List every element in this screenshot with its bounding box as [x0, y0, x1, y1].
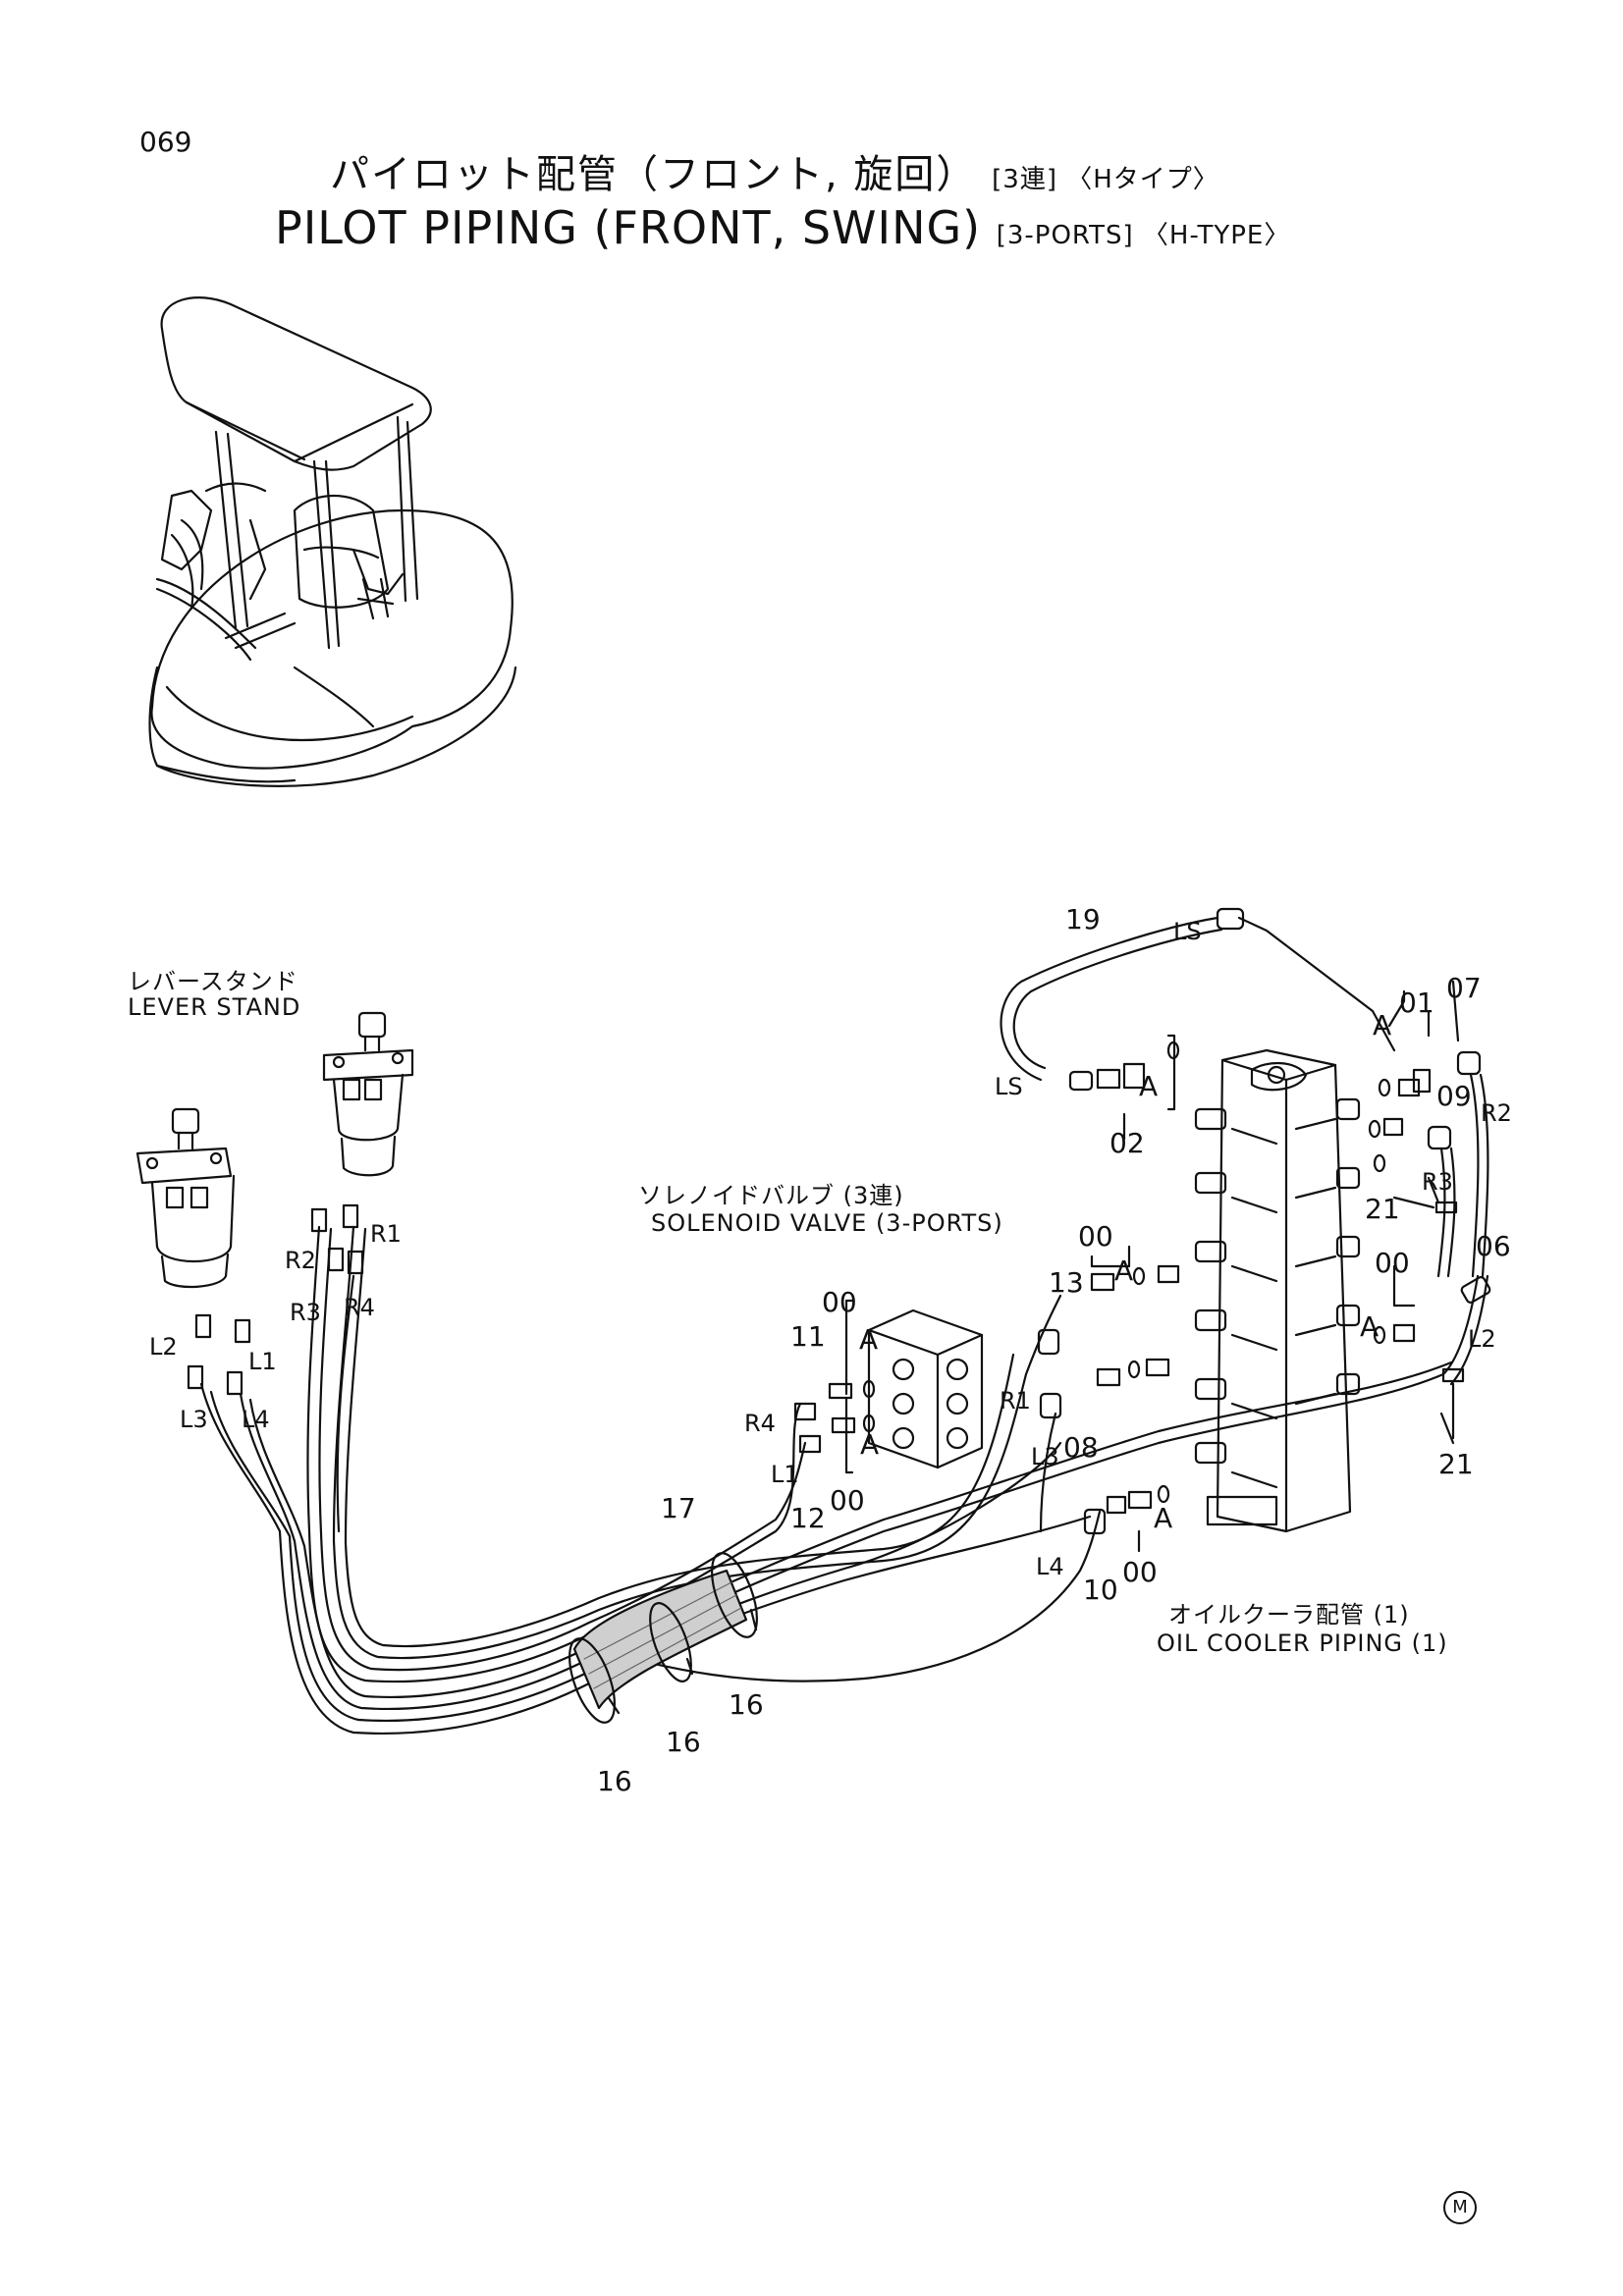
callout-cR1l: R1	[370, 1220, 402, 1248]
title-en-sub: [3-PORTS] 〈H-TYPE〉	[996, 221, 1291, 250]
callout-cL2r: L2	[1468, 1325, 1496, 1353]
callout-c17: 17	[661, 1492, 696, 1524]
callout-cR1m: R1	[1000, 1387, 1031, 1415]
callout-cA4: A	[1360, 1310, 1380, 1343]
callout-cR3l: R3	[290, 1299, 321, 1326]
callout-cR2r: R2	[1481, 1099, 1512, 1127]
right-fittings-and-hoses	[1000, 907, 1491, 1553]
callout-cLS2: LS	[995, 1073, 1023, 1100]
callout-cL4m: L4	[1036, 1553, 1064, 1580]
oil-cooler-label-jp: オイルクーラ配管 (1)	[1168, 1601, 1410, 1629]
callout-c00c: 00	[822, 1286, 857, 1318]
callout-c10: 10	[1083, 1574, 1118, 1606]
callout-c21a: 21	[1365, 1193, 1400, 1225]
callout-c02: 02	[1109, 1127, 1145, 1159]
callout-c13: 13	[1049, 1266, 1084, 1299]
callout-cL1m: L1	[771, 1461, 799, 1488]
callout-cL1l: L1	[248, 1348, 277, 1375]
solenoid-valve-label-en: SOLENOID VALVE (3-PORTS)	[651, 1209, 1003, 1237]
title-jp-main: パイロット配管（フロント, 旋回）	[330, 152, 978, 197]
callout-cA5: A	[859, 1323, 879, 1356]
callout-cLS1: LS	[1173, 918, 1202, 945]
callout-c00d: 00	[830, 1484, 865, 1517]
machine-cab-illustration	[148, 296, 517, 787]
callout-cL2l: L2	[149, 1333, 178, 1361]
callout-c00b: 00	[1375, 1247, 1410, 1279]
callout-cA7: A	[1154, 1502, 1173, 1534]
title-en-main: PILOT PIPING (FRONT, SWING)	[275, 201, 982, 254]
pilot-hose-bundle	[199, 1225, 1453, 1735]
callout-cL3m: L3	[1031, 1443, 1059, 1470]
callout-c07: 07	[1446, 972, 1482, 1004]
lever-stand-right-unit	[322, 1011, 414, 1177]
callout-c06: 06	[1476, 1230, 1511, 1262]
lever-stand-label-jp: レバースタンド	[128, 968, 298, 995]
oil-cooler-label-en: OIL COOLER PIPING (1)	[1157, 1629, 1448, 1657]
page-number: 069	[139, 126, 192, 158]
solenoid-valve-label-jp: ソレノイドバルブ (3連)	[638, 1182, 904, 1209]
protective-sleeve-17	[572, 1569, 748, 1710]
solenoid-fittings	[793, 1299, 876, 1474]
control-valve-assembly	[1194, 1048, 1361, 1533]
callout-c09: 09	[1436, 1080, 1472, 1112]
manufacturer-mark: M	[1443, 2191, 1477, 2224]
callout-cR3r: R3	[1422, 1168, 1453, 1196]
title-jp-sub: [3連] 〈Hタイプ〉	[992, 165, 1219, 194]
clamps-16	[568, 1552, 758, 1724]
callout-c16b: 16	[666, 1726, 701, 1758]
title-japanese: パイロット配管（フロント, 旋回） [3連] 〈Hタイプ〉	[330, 142, 1219, 199]
callout-cR2l: R2	[285, 1247, 316, 1274]
title-english: PILOT PIPING (FRONT, SWING) [3-PORTS] 〈H…	[275, 201, 1290, 254]
callout-cA2: A	[1139, 1070, 1159, 1102]
callout-cL3l: L3	[180, 1406, 208, 1433]
lever-stand-left-unit	[135, 1107, 236, 1289]
callout-c01: 01	[1399, 987, 1434, 1019]
callout-c19: 19	[1065, 903, 1101, 935]
callout-c16c: 16	[597, 1765, 632, 1797]
callout-c12: 12	[790, 1502, 826, 1534]
solenoid-valve-block	[867, 1308, 984, 1469]
callout-c08: 08	[1063, 1431, 1099, 1464]
callout-c11: 11	[790, 1320, 826, 1353]
callout-cA6: A	[860, 1428, 880, 1461]
left-stand-fittings	[187, 1203, 364, 1396]
callout-cA1: A	[1373, 1009, 1392, 1041]
callout-c00e: 00	[1122, 1556, 1158, 1588]
lever-stand-label-en: LEVER STAND	[128, 993, 301, 1021]
callout-c00a: 00	[1078, 1220, 1113, 1253]
callout-c16a: 16	[729, 1688, 764, 1721]
callout-cA3: A	[1114, 1255, 1134, 1287]
callout-c21b: 21	[1438, 1448, 1474, 1480]
callout-cR4l: R4	[344, 1294, 375, 1321]
callout-cL4l: L4	[242, 1406, 270, 1433]
callout-cR4m: R4	[744, 1410, 776, 1437]
